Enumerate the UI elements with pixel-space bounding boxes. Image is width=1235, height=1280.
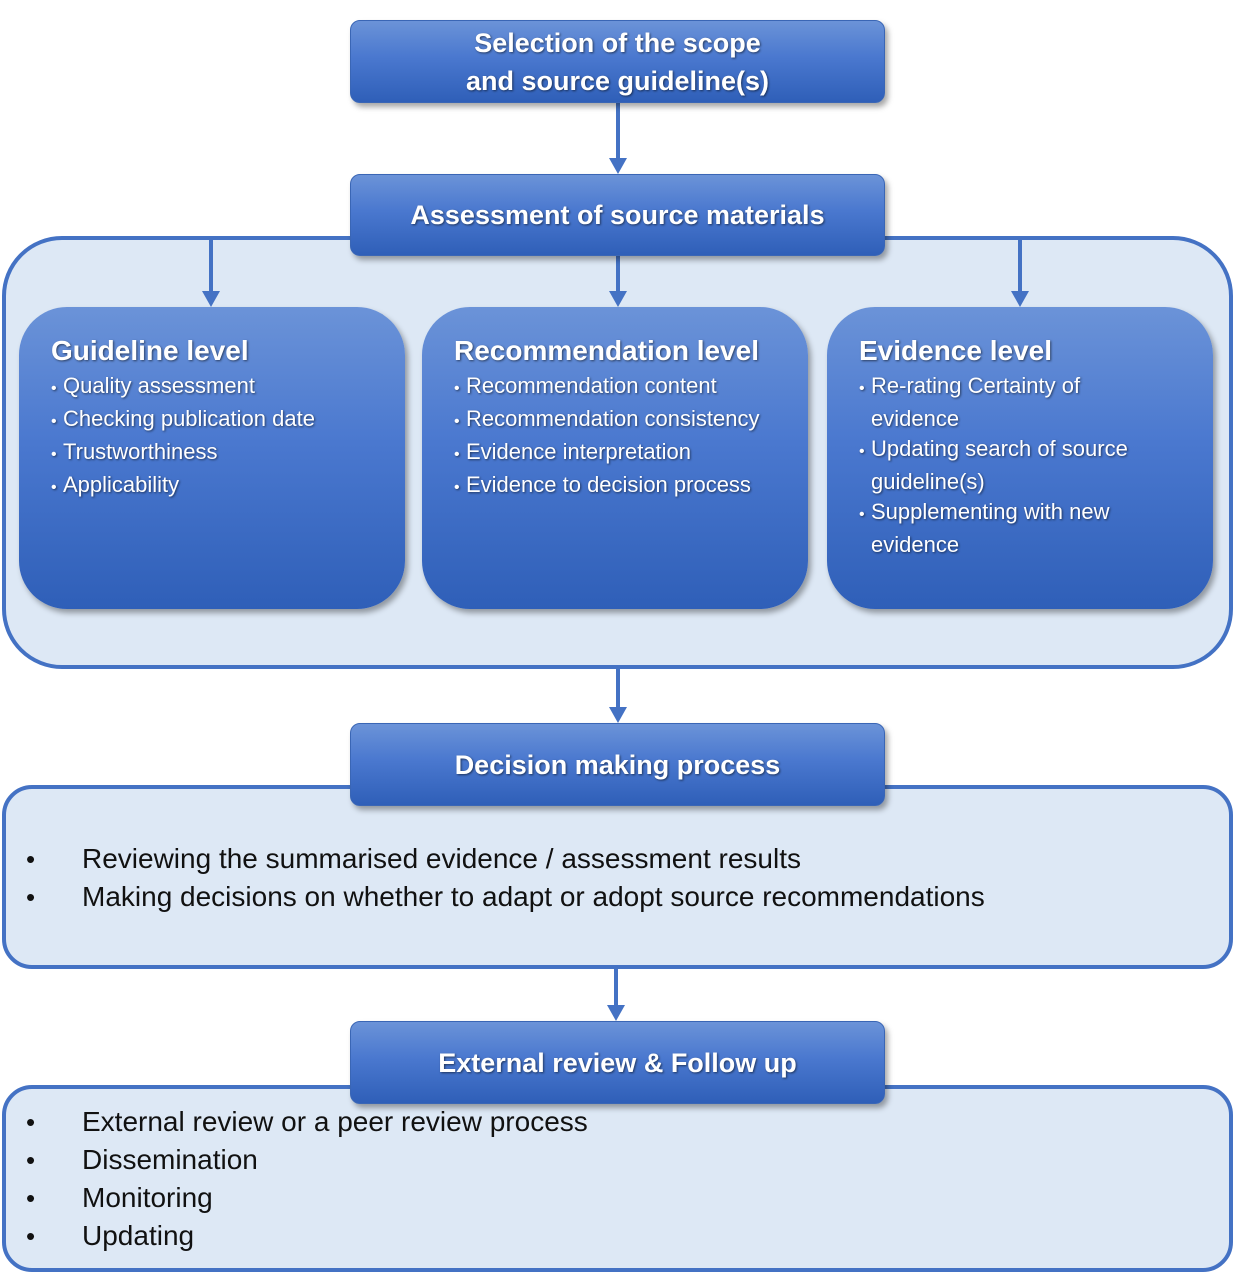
assessment-box: Assessment of source materials <box>350 174 885 256</box>
list-item: Checking publication date <box>51 404 405 437</box>
review-title: External review & Follow up <box>438 1047 797 1078</box>
guideline-level-list: Quality assessment Checking publication … <box>51 371 405 503</box>
list-item: Monitoring <box>2 1179 1202 1217</box>
list-item: External review or a peer review process <box>2 1103 1202 1141</box>
decision-box: Decision making process <box>350 723 885 806</box>
decision-list: Reviewing the summarised evidence / asse… <box>2 840 1202 916</box>
arrowhead-scope <box>609 158 627 174</box>
review-box: External review & Follow up <box>350 1021 885 1104</box>
guideline-level-title: Guideline level <box>51 335 249 366</box>
scope-line-1: Selection of the scope <box>474 27 761 58</box>
list-item: Supplementing with new evidence <box>859 497 1153 560</box>
list-item: Making decisions on whether to adapt or … <box>2 878 1202 916</box>
scope-selection-box: Selection of the scope and source guidel… <box>350 20 885 103</box>
list-item: Reviewing the summarised evidence / asse… <box>2 840 1202 878</box>
arrowhead-review <box>607 1005 625 1021</box>
list-item: Quality assessment <box>51 371 405 404</box>
guideline-level-box: Guideline level Quality assessment Check… <box>19 307 405 609</box>
list-item: Trustworthiness <box>51 437 405 470</box>
list-item: Updating <box>2 1217 1202 1255</box>
evidence-level-box: Evidence level Re-rating Certainty of ev… <box>827 307 1213 609</box>
list-item: Re-rating Certainty of evidence <box>859 371 1153 434</box>
review-list: External review or a peer review process… <box>2 1103 1202 1255</box>
arrowhead-decision <box>609 707 627 723</box>
list-item: Updating search of source guideline(s) <box>859 434 1153 497</box>
evidence-level-title: Evidence level <box>859 335 1053 366</box>
decision-title: Decision making process <box>454 749 781 780</box>
recommendation-level-list: Recommendation content Recommendation co… <box>454 371 808 503</box>
evidence-level-list: Re-rating Certainty of evidence Updating… <box>859 371 1153 560</box>
assessment-title: Assessment of source materials <box>410 200 825 230</box>
list-item: Dissemination <box>2 1141 1202 1179</box>
recommendation-level-box: Recommendation level Recommendation cont… <box>422 307 808 609</box>
list-item: Evidence interpretation <box>454 437 808 470</box>
recommendation-level-title: Recommendation level <box>454 335 759 366</box>
list-item: Applicability <box>51 470 405 503</box>
list-item: Evidence to decision process <box>454 470 808 503</box>
scope-line-2: and source guideline(s) <box>465 65 770 96</box>
list-item: Recommendation content <box>454 371 808 404</box>
list-item: Recommendation consistency <box>454 404 808 437</box>
